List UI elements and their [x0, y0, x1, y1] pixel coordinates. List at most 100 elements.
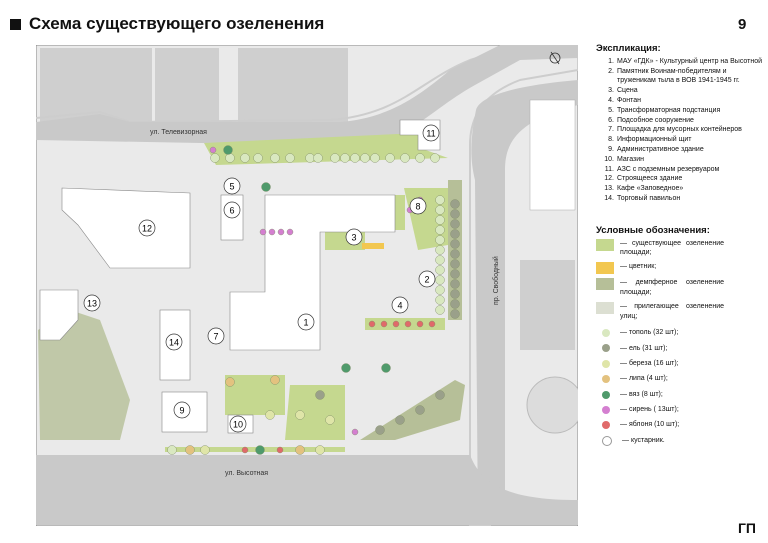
tree-icon	[167, 445, 177, 455]
marker-10: 10	[229, 415, 247, 433]
marker-14: 14	[165, 333, 183, 351]
item-number: 12.	[604, 175, 614, 183]
svg-text:6: 6	[229, 206, 234, 216]
page-number: 9	[738, 16, 747, 33]
item-number: 13.	[604, 185, 614, 193]
tree-icon	[450, 289, 460, 299]
tree-label: — яблоня (10 шт);	[620, 421, 680, 429]
area-swatch	[596, 238, 614, 251]
tree-icon	[341, 363, 351, 373]
tree-icon	[295, 410, 305, 420]
tree-symbol-icon	[602, 390, 610, 399]
tree-icon	[223, 145, 233, 155]
explication-item: 4.Фонтан	[602, 96, 766, 106]
block	[520, 260, 575, 350]
item-number: 1.	[608, 57, 614, 65]
area-label: — демпферное озеленение площади;	[620, 279, 724, 296]
svg-text:13: 13	[87, 299, 97, 309]
svg-text:7: 7	[213, 332, 218, 342]
tree-label: — кустарник.	[622, 436, 665, 444]
tree-icon	[435, 215, 445, 225]
legend-tree-item: — липа (4 шт);	[596, 372, 766, 387]
marker-12: 12	[138, 219, 156, 237]
item-number: 14.	[604, 194, 614, 202]
item-text: Информационный щит	[617, 136, 692, 144]
legend-area-item: — цветник;	[596, 262, 766, 275]
tree-icon	[185, 445, 195, 455]
marker-5: 5	[223, 177, 241, 195]
explication-title: Экспликация:	[596, 43, 661, 54]
item-text: Кафе «Заповедное»	[617, 185, 684, 193]
flowerbed	[362, 243, 384, 249]
svg-text:8: 8	[415, 202, 420, 212]
tree-icon	[261, 182, 271, 192]
block	[238, 48, 348, 123]
street-televizornaya	[36, 45, 578, 146]
item-number: 5.	[608, 106, 614, 114]
tree-icon	[351, 428, 359, 436]
item-text: Фонтан	[617, 96, 641, 104]
explication-item: 14.Торговый павильон	[602, 194, 766, 204]
tree-label: — вяз (8 шт);	[620, 390, 663, 398]
tree-label: — сирень ( 13шт);	[620, 406, 679, 414]
tree-icon	[313, 153, 323, 163]
tree-icon	[360, 153, 370, 163]
tree-icon	[435, 390, 445, 400]
street-label-vysotnaya: ул. Высотная	[225, 470, 268, 477]
item-text: Административное здание	[617, 145, 704, 153]
tree-icon	[340, 153, 350, 163]
item-text: МАУ «ГДК» - Культурный центр на Высотной	[617, 57, 763, 65]
tree-icon	[330, 153, 340, 163]
legend-area-item: — существующее озеленение площади;	[596, 238, 766, 259]
tree-icon	[370, 153, 380, 163]
tree-icon	[325, 415, 335, 425]
tree-icon	[315, 445, 325, 455]
marker-8: 8	[409, 197, 427, 215]
compass-icon	[549, 51, 561, 65]
explication-item: 7.Площадка для мусорных контейнеров	[602, 125, 766, 135]
tree-icon	[450, 309, 460, 319]
tree-icon	[415, 405, 425, 415]
explication-item: 1.МАУ «ГДК» - Культурный центр на Высотн…	[602, 57, 766, 67]
tree-label: — береза (16 шт);	[620, 359, 679, 367]
marker-1: 1	[297, 313, 315, 331]
building-12	[61, 187, 191, 269]
tree-icon	[268, 228, 276, 236]
marker-2: 2	[418, 270, 436, 288]
item-number: 3.	[608, 87, 614, 95]
legend-tree-item: — ель (31 шт);	[596, 341, 766, 356]
tree-symbol-icon	[602, 435, 612, 446]
tree-icon	[286, 228, 294, 236]
area-label: — цветник;	[620, 263, 657, 271]
tree-icon	[428, 320, 436, 328]
svg-text:5: 5	[229, 182, 234, 192]
tree-symbol-icon	[602, 344, 610, 353]
legend-trees: — тополь (32 шт); — ель (31 шт); — береза …	[596, 325, 766, 448]
tree-icon	[265, 410, 275, 420]
area-label: — существующее озеленение площади;	[620, 239, 724, 257]
tree-icon	[305, 153, 315, 163]
street-label-televizornaya: ул. Телевизорная	[150, 129, 207, 136]
tree-icon	[450, 269, 460, 279]
green-area	[285, 385, 345, 440]
tree-icon	[415, 153, 425, 163]
tree-symbol-icon	[602, 359, 610, 368]
tree-icon	[295, 445, 305, 455]
tree-symbol-icon	[602, 421, 610, 430]
item-text: Торговый павильон	[617, 194, 681, 202]
item-text: Площадка для мусорных контейнеров	[617, 126, 742, 134]
tree-icon	[380, 320, 388, 328]
title-bullet	[10, 18, 21, 30]
tree-icon	[276, 446, 284, 454]
tree-icon	[392, 320, 400, 328]
tree-icon	[285, 153, 295, 163]
tree-icon	[450, 249, 460, 259]
item-text: Трансформаторная подстанция	[617, 106, 721, 114]
block	[155, 48, 219, 128]
marker-6: 6	[223, 201, 241, 219]
tree-icon	[375, 425, 385, 435]
item-number: 9.	[608, 145, 614, 153]
tree-label: — тополь (32 шт);	[620, 329, 679, 337]
legend-tree-item: — тополь (32 шт);	[596, 325, 766, 340]
